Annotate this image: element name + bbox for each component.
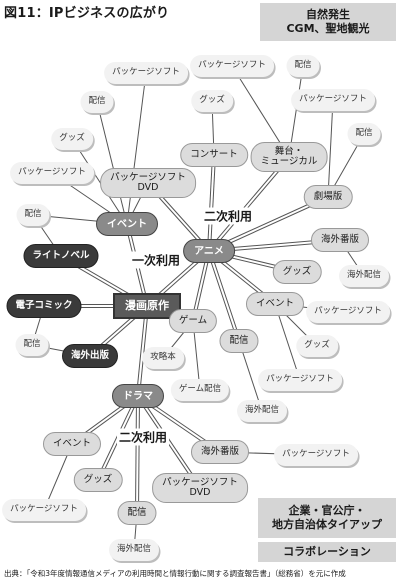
- leaf-streaming-5: 配信: [15, 334, 49, 356]
- connector-inner-drama-dhs: [136, 395, 139, 514]
- leaf-streaming-1: 配信: [286, 55, 320, 77]
- box-natural-line1: 自然発生: [306, 8, 350, 22]
- node-manga-original: 漫画原作: [113, 293, 181, 319]
- node-drama-package-dvd: パッケージソフト DVD: [152, 473, 248, 503]
- node-overseas-publication: 海外出版: [61, 344, 119, 368]
- connector-ev-g2: [71, 138, 128, 225]
- connector-inner-anime-concert: [208, 154, 215, 252]
- node-e-comic: 電子コミック: [6, 294, 82, 318]
- leaf-overseas-streaming-2: 海外配信: [236, 400, 288, 422]
- node-streaming-mid: 配信: [219, 329, 259, 353]
- leaf-overseas-streaming-3: 海外配信: [108, 539, 160, 561]
- connector-stage-p2: [231, 65, 290, 158]
- leaf-streaming-4: 配信: [16, 204, 50, 226]
- leaf-package-soft-3: パッケージソフト: [291, 89, 375, 111]
- leaf-overseas-streaming-1: 海外配信: [338, 265, 390, 287]
- node-drama-pkg-line1: パッケージソフト: [162, 476, 238, 488]
- box-collaboration: コラボレーション: [258, 542, 396, 562]
- leaf-goods-1: グッズ: [191, 90, 233, 112]
- node-concert: コンサート: [180, 143, 248, 167]
- leaf-goods-2: グッズ: [51, 128, 93, 150]
- node-drama-streaming: 配信: [117, 501, 157, 525]
- box-tieup-line2: 地方自治体タイアップ: [272, 518, 382, 531]
- leaf-package-soft-4: パッケージソフト: [10, 162, 94, 184]
- node-anime: アニメ: [183, 239, 235, 263]
- node-drama: ドラマ: [112, 384, 164, 408]
- leaf-package-soft-7: パッケージソフト: [274, 444, 358, 466]
- box-tieup-line1: 企業・官公庁・: [288, 504, 366, 518]
- label-secondary-use-drama: 二次利用: [116, 428, 170, 446]
- leaf-package-soft-6: パッケージソフト: [258, 369, 342, 391]
- connector-inner-anime-ahs: [208, 250, 240, 342]
- node-drama-event: イベント: [42, 432, 102, 456]
- node-event-hub: イベント: [96, 212, 158, 236]
- node-game: ゲーム: [168, 309, 218, 333]
- connector-ev-p1: [126, 72, 147, 225]
- leaf-package-soft-5: パッケージソフト: [306, 301, 390, 323]
- leaf-package-soft-1: パッケージソフト: [104, 62, 188, 84]
- box-natural-occurrence: 自然発生 CGM、聖地観光: [260, 3, 396, 41]
- connector-ev-h2: [96, 101, 128, 225]
- node-package-dvd-mid: パッケージソフト DVD: [100, 168, 196, 198]
- leaf-goods-3: グッズ: [296, 335, 338, 357]
- node-anime-goods: グッズ: [272, 260, 322, 284]
- label-primary-use: 一次利用: [129, 251, 183, 269]
- node-light-novel: ライトノベル: [23, 244, 99, 268]
- connector-inner-anime-stage: [208, 156, 290, 252]
- node-pkg-dvd-line1: パッケージソフト: [110, 171, 186, 183]
- source-note: 出典：「令和3年度情報通信メディアの利用時間と情報行動に関する調査報告書」（総務…: [4, 569, 346, 578]
- node-drama-overseas: 海外番版: [190, 440, 250, 464]
- leaf-package-soft-8: パッケージソフト: [2, 499, 86, 521]
- node-theatrical: 劇場版: [303, 185, 353, 209]
- label-secondary-use-anime: 二次利用: [201, 207, 255, 225]
- node-drama-pkg-line2: DVD: [189, 487, 211, 498]
- leaf-streaming-3: 配信: [347, 123, 381, 145]
- connector-aev-p6: [274, 303, 301, 381]
- node-stage-musical: 舞台・ ミュージカル: [250, 142, 328, 172]
- box-natural-line2: CGM、聖地観光: [286, 22, 370, 35]
- connector-stage-h1: [288, 65, 304, 158]
- leaf-package-soft-2: パッケージソフト: [190, 55, 274, 77]
- node-anime-event: イベント: [245, 292, 305, 316]
- leaf-strategy-guide: 攻略本: [142, 347, 184, 369]
- connector-theater-p3: [327, 99, 334, 198]
- node-anime-overseas: 海外番版: [310, 228, 370, 252]
- leaf-streaming-2: 配信: [80, 91, 114, 113]
- leaf-game-streaming: ゲーム配信: [170, 379, 230, 401]
- figure-title: 図11：IPビジネスの広がり: [4, 6, 170, 21]
- node-stage-line2: ミュージカル: [260, 156, 318, 167]
- node-stage-line1: 舞台・: [274, 145, 304, 157]
- connector-inner-c-drama: [137, 305, 148, 397]
- node-pkg-dvd-line2: DVD: [137, 182, 159, 193]
- node-drama-goods: グッズ: [73, 468, 123, 492]
- box-corporate-tieup: 企業・官公庁・ 地方自治体タイアップ: [258, 498, 396, 538]
